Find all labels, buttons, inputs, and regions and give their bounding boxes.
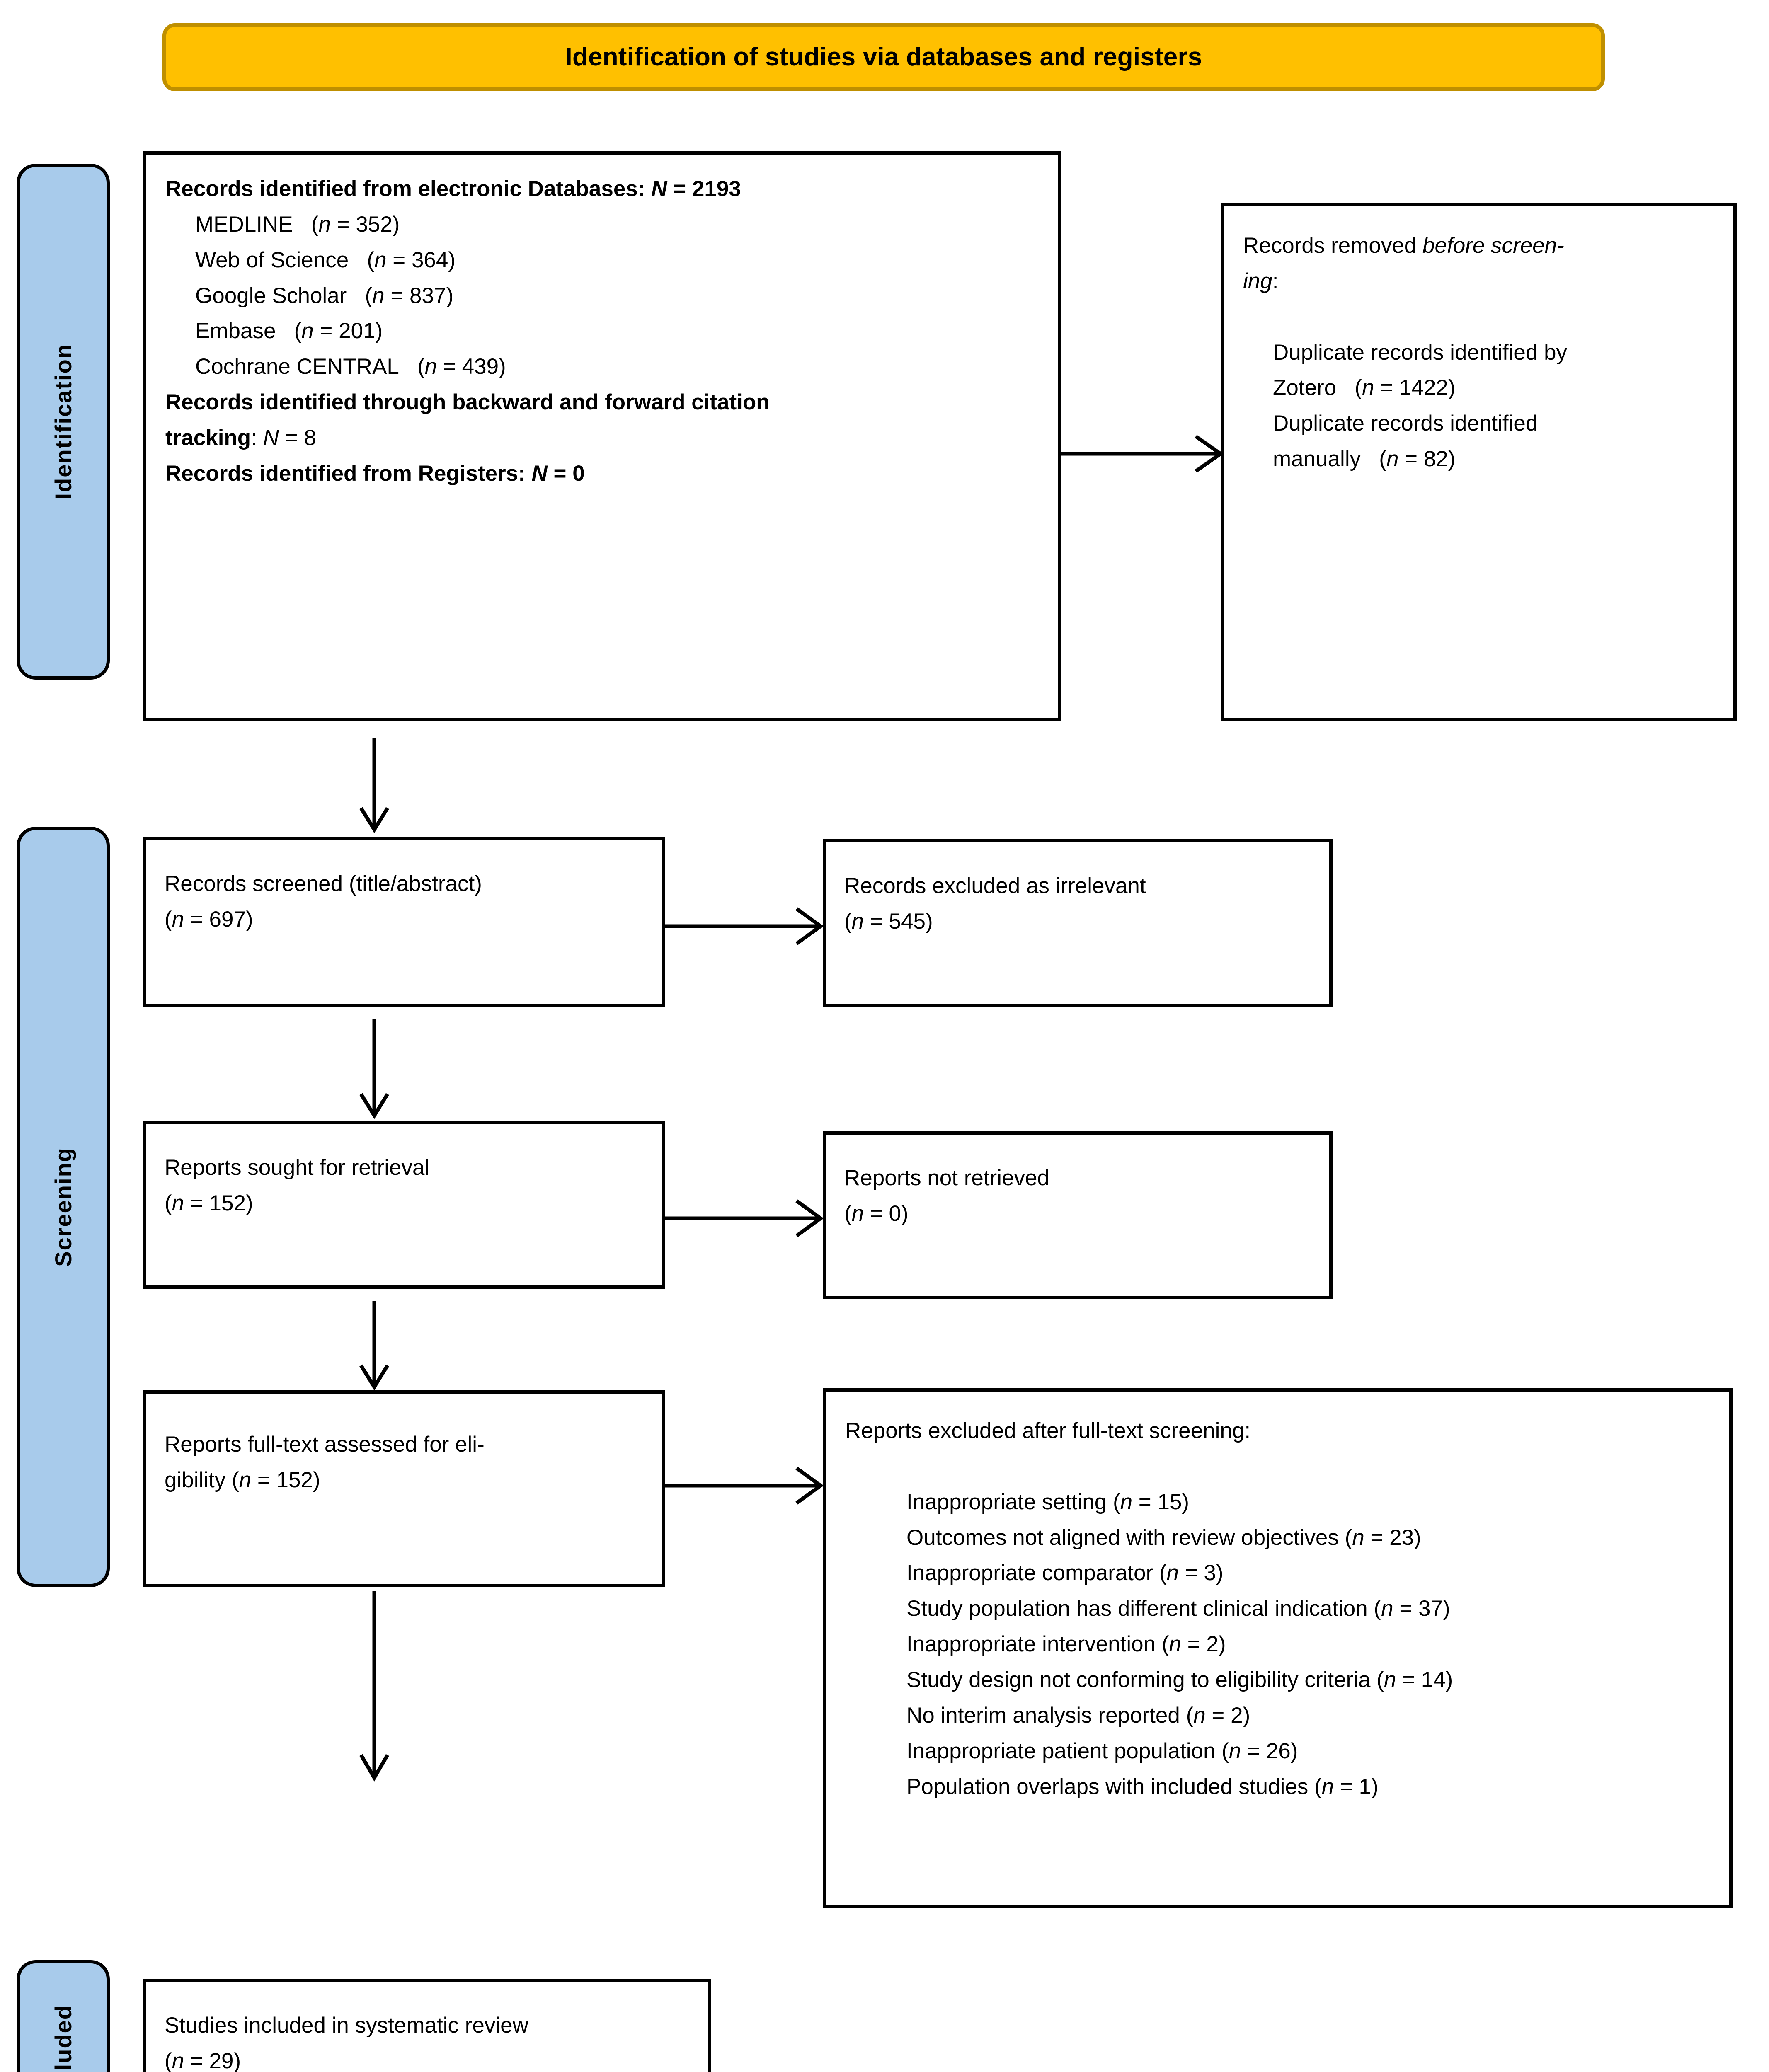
stage-label-included-text: Included — [50, 2004, 76, 2072]
records-excluded-label: Records excluded as irrelevant — [844, 874, 1146, 898]
reports-not-retrieved-count: (n = 0) — [844, 1201, 909, 1226]
node-reports-not-retrieved: Reports not retrieved (n = 0) — [823, 1131, 1333, 1299]
arrow-screened-to-excluded — [663, 895, 829, 957]
reports-fulltext-line1: Reports full-text assessed for eli- — [165, 1432, 485, 1457]
exclusion-reason: Inappropriate intervention (n = 2) — [906, 1632, 1226, 1657]
source-medline: MEDLINE (n = 352) — [195, 212, 400, 237]
citation-tracking-line1: Records identified through backward and … — [165, 390, 770, 415]
reports-sought-count: (n = 152) — [165, 1191, 253, 1215]
node-reports-fulltext-assessed: Reports full-text assessed for eli- gibi… — [143, 1390, 665, 1587]
diagram-header-banner: Identification of studies via databases … — [162, 23, 1605, 91]
node-studies-included: Studies included in systematic review (n… — [143, 1979, 711, 2072]
exclusion-reason: Population overlaps with included studie… — [906, 1774, 1379, 1799]
node-records-excluded-irrelevant: Records excluded as irrelevant (n = 545) — [823, 839, 1333, 1007]
excluded-fulltext-heading: Reports excluded after full-text screeni… — [845, 1418, 1251, 1443]
source-cochrane-central: Cochrane CENTRAL (n = 439) — [195, 354, 506, 379]
exclusion-reason: Inappropriate setting (n = 15) — [906, 1489, 1190, 1514]
records-screened-count: (n = 697) — [165, 907, 253, 932]
citation-tracking-line2: tracking: N = 8 — [165, 426, 316, 450]
removed-item-manual-line2: manually (n = 82) — [1273, 447, 1456, 472]
stage-label-screening-text: Screening — [50, 1147, 76, 1267]
exclusion-reason: Study population has different clinical … — [906, 1596, 1450, 1621]
exclusion-reason: Outcomes not aligned with review objecti… — [906, 1525, 1421, 1550]
removed-item-manual-line1: Duplicate records identified — [1273, 411, 1538, 436]
node-records-identified: Records identified from electronic Datab… — [143, 151, 1061, 721]
exclusion-reason: Study design not conforming to eligibili… — [906, 1668, 1453, 1692]
records-identified-heading: Records identified from electronic Datab… — [165, 177, 741, 201]
reports-fulltext-line2: gibility (n = 152) — [165, 1467, 320, 1492]
arrow-identified-to-screened — [350, 738, 400, 833]
records-excluded-count: (n = 545) — [844, 909, 933, 934]
exclusion-reason: No interim analysis reported (n = 2) — [906, 1703, 1250, 1728]
arrow-sought-to-fulltext — [350, 1301, 400, 1391]
node-reports-sought-for-retrieval: Reports sought for retrieval (n = 152) — [143, 1121, 665, 1289]
stage-label-identification-text: Identification — [50, 344, 76, 500]
records-removed-heading-line1: Records removed before screen- — [1243, 233, 1564, 258]
studies-included-count: (n = 29) — [165, 2048, 241, 2072]
source-web-of-science: Web of Science (n = 364) — [195, 247, 456, 272]
records-screened-label: Records screened (title/abstract) — [165, 871, 482, 896]
node-records-removed-before-screening: Records removed before screen- ing: Dupl… — [1221, 203, 1737, 721]
records-registers: Records identified from Registers: N = 0 — [165, 461, 585, 486]
stage-label-identification: Identification — [17, 164, 110, 680]
source-google-scholar: Google Scholar (n = 837) — [195, 283, 454, 308]
reports-sought-label: Reports sought for retrieval — [165, 1155, 430, 1180]
node-reports-excluded-fulltext: Reports excluded after full-text screeni… — [823, 1388, 1733, 1908]
source-embase: Embase (n = 201) — [195, 319, 383, 344]
removed-item-zotero-line1: Duplicate records identified by — [1273, 340, 1567, 365]
arrow-fulltext-to-excluded — [663, 1455, 829, 1517]
arrow-sought-to-not-retrieved — [663, 1187, 829, 1249]
exclusion-reason: Inappropriate comparator (n = 3) — [906, 1561, 1224, 1585]
records-removed-heading-line2: ing: — [1243, 269, 1279, 293]
node-records-screened: Records screened (title/abstract) (n = 6… — [143, 837, 665, 1007]
reports-not-retrieved-label: Reports not retrieved — [844, 1166, 1049, 1190]
stage-label-screening: Screening — [17, 827, 110, 1587]
studies-included-label: Studies included in systematic review — [165, 2013, 528, 2038]
arrow-identified-to-removed — [1059, 423, 1225, 485]
arrow-fulltext-to-included — [350, 1591, 400, 1782]
arrow-screened-to-sought — [350, 1019, 400, 1119]
removed-item-zotero-line2: Zotero (n = 1422) — [1273, 375, 1456, 400]
banner-title: Identification of studies via databases … — [565, 42, 1202, 71]
exclusion-reason: Inappropriate patient population (n = 26… — [906, 1738, 1298, 1763]
stage-label-included: Included — [17, 1960, 110, 2072]
